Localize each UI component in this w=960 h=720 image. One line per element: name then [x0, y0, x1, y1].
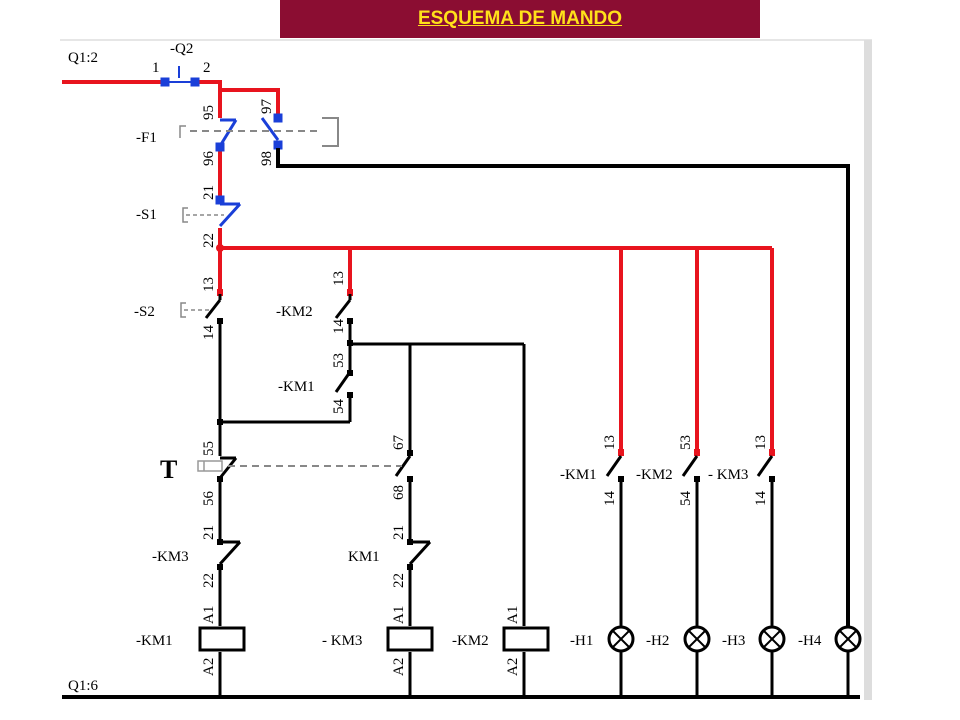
live-wires [62, 80, 774, 452]
q2-breaker [160, 66, 200, 87]
timer-link [197, 460, 402, 472]
sig-km1-label: -KM1 [560, 467, 597, 483]
terminal-dot [769, 449, 775, 456]
term-h2-54: 54 [678, 491, 694, 507]
term-km2-14: 14 [331, 319, 347, 335]
term-km1-22: 22 [391, 573, 407, 588]
rail-top-label: Q1:2 [68, 50, 98, 66]
coil-km2 [502, 626, 550, 652]
live-terminals [216, 244, 775, 456]
term-h1-13: 13 [602, 435, 618, 450]
h2-label: -H2 [646, 633, 669, 649]
term-km1-21: 21 [391, 525, 407, 540]
f1-label: -F1 [136, 130, 157, 146]
term-km1-54: 54 [331, 399, 347, 415]
term-s1-21: 21 [201, 185, 217, 200]
term-t-67: 67 [391, 435, 407, 451]
q2-terminal-2: 2 [203, 60, 211, 76]
terminal-dot [694, 449, 700, 456]
lamp-h2 [683, 625, 711, 653]
term-s2-13: 13 [201, 277, 217, 292]
coil-km2-label: -KM2 [452, 633, 489, 649]
term-h3-13: 13 [753, 435, 769, 450]
sig-km3-label: - KM3 [708, 467, 748, 483]
term-c2-a2: A2 [505, 658, 521, 676]
km3-nc-label: -KM3 [152, 549, 189, 565]
live-to-f1-97 [220, 88, 280, 118]
term-h2-53: 53 [678, 435, 694, 450]
term-98: 98 [259, 151, 275, 166]
term-h3-14: 14 [753, 491, 769, 507]
rail-bottom-label: Q1:6 [68, 678, 99, 694]
term-95: 95 [201, 105, 217, 120]
term-t-68: 68 [391, 485, 407, 500]
coils [198, 626, 550, 652]
q2-terminal-1: 1 [152, 60, 160, 76]
coil-km3 [386, 626, 434, 652]
term-km3-22: 22 [201, 573, 217, 588]
term-c1-a1: A1 [201, 606, 217, 624]
title-banner: ESQUEMA DE MANDO [280, 0, 760, 38]
junction-dot [216, 244, 224, 252]
term-s2-14: 14 [201, 325, 217, 341]
wire-f1-98-to-h4 [276, 148, 850, 632]
terminal-dot [217, 289, 223, 296]
lamp-h4 [834, 625, 862, 653]
s1-stop-button [182, 195, 242, 228]
live-to-f1 [195, 80, 222, 118]
terminal-numbers: 95 96 97 98 21 22 13 14 13 14 53 54 55 5… [201, 99, 769, 677]
term-c3-a2: A2 [391, 658, 407, 676]
km1-nc-label: KM1 [348, 549, 380, 565]
q2-label: -Q2 [170, 41, 193, 57]
coil-km1-label: -KM1 [136, 633, 173, 649]
timer-label: T [160, 455, 177, 484]
h3-label: -H3 [722, 633, 745, 649]
h4-label: -H4 [798, 633, 822, 649]
h1-label: -H1 [570, 633, 593, 649]
term-h1-14: 14 [602, 491, 618, 507]
term-c2-a1: A1 [505, 606, 521, 624]
s2-actuator [180, 302, 212, 318]
term-km1-53: 53 [331, 353, 347, 368]
terminal-dot [618, 449, 624, 456]
term-s1-22: 22 [201, 233, 217, 248]
km2-hold-label: -KM2 [276, 304, 313, 320]
term-km2-13: 13 [331, 271, 347, 286]
s2-label: -S2 [134, 304, 155, 320]
lamp-h3 [758, 625, 786, 653]
black-terminals [217, 318, 775, 570]
terminal-dot [347, 289, 353, 296]
lamp-h1 [607, 625, 635, 653]
term-km3-21: 21 [201, 525, 217, 540]
term-c1-a2: A2 [201, 658, 217, 676]
page-title: ESQUEMA DE MANDO [417, 8, 623, 29]
term-97: 97 [259, 99, 275, 115]
sig-km2-label: -KM2 [636, 467, 673, 483]
coil-km1 [198, 626, 246, 652]
term-96: 96 [201, 151, 217, 167]
pilot-lamps [607, 625, 862, 653]
km1-interlock-label: -KM1 [278, 379, 315, 395]
s1-label: -S1 [136, 207, 157, 223]
term-c3-a1: A1 [391, 606, 407, 624]
f1-thermal-relay [179, 113, 339, 152]
term-t-55: 55 [201, 441, 217, 456]
term-t-56: 56 [201, 491, 217, 507]
coil-km3-label: - KM3 [322, 633, 362, 649]
